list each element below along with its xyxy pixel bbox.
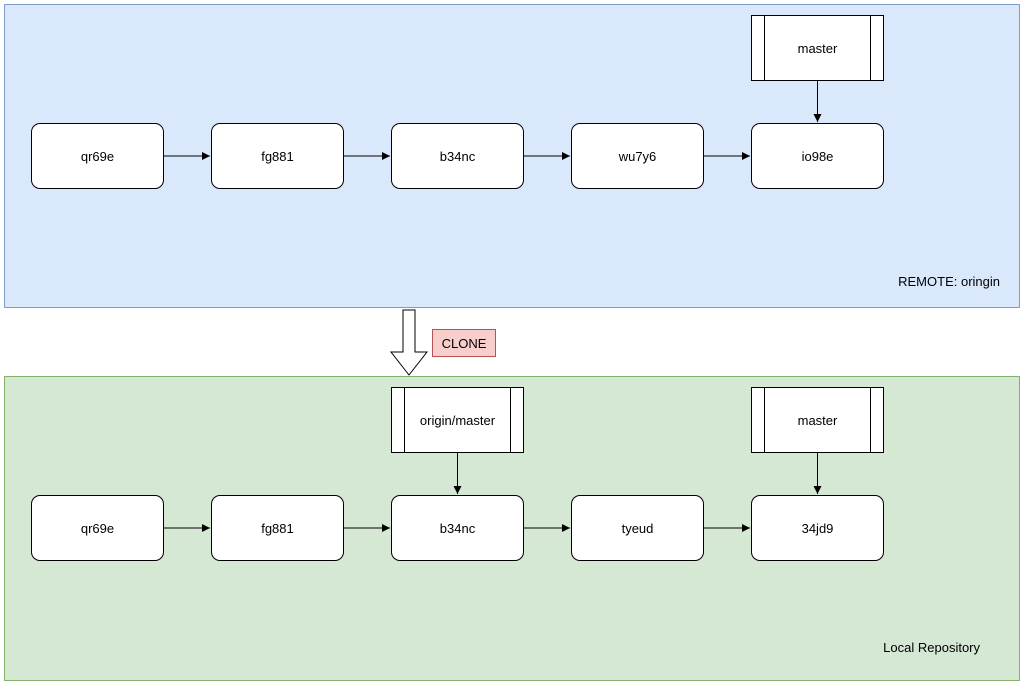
local-commit-node: tyeud xyxy=(571,495,704,561)
remote-commit-node: io98e xyxy=(751,123,884,189)
local-commit-node: qr69e xyxy=(31,495,164,561)
local-commit-node: fg881 xyxy=(211,495,344,561)
local-branch-origin-master: origin/master xyxy=(391,387,524,453)
local-panel-label: Local Repository xyxy=(883,640,980,655)
remote-commit-node: fg881 xyxy=(211,123,344,189)
remote-commit-node: b34nc xyxy=(391,123,524,189)
local-branch-master: master xyxy=(751,387,884,453)
clone-label-badge: CLONE xyxy=(432,329,496,357)
remote-panel-label: REMOTE: oringin xyxy=(898,274,1000,289)
clone-arrow xyxy=(389,309,429,376)
local-commit-node: b34nc xyxy=(391,495,524,561)
remote-commit-node: qr69e xyxy=(31,123,164,189)
remote-commit-node: wu7y6 xyxy=(571,123,704,189)
remote-branch-master: master xyxy=(751,15,884,81)
local-commit-node: 34jd9 xyxy=(751,495,884,561)
